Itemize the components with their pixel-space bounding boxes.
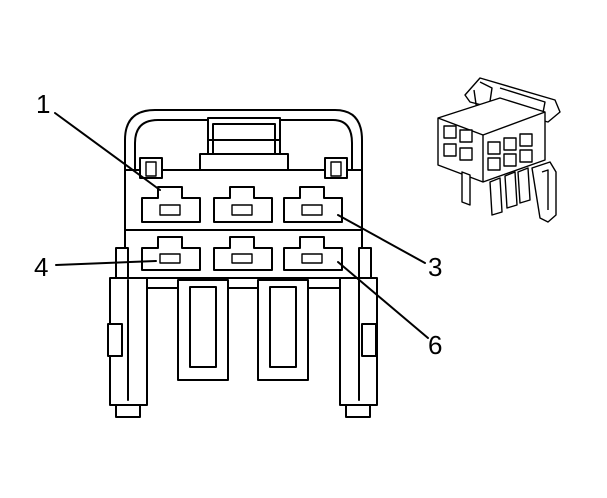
- callout-label-4: 4: [34, 252, 48, 282]
- callout-label-6: 6: [428, 330, 442, 360]
- leader-1: [54, 112, 161, 191]
- callout-label-3: 3: [428, 252, 442, 282]
- callout-leaders: [54, 112, 429, 339]
- callout-label-1: 1: [36, 89, 50, 119]
- connector-face-view: [107, 109, 378, 418]
- cavity-5: [213, 236, 273, 271]
- leader-3: [337, 214, 426, 264]
- connector-isometric-view: [437, 77, 561, 223]
- cavity-2: [213, 186, 273, 223]
- cavity-1: [141, 186, 201, 223]
- cavity-3: [283, 186, 343, 223]
- leader-4: [55, 260, 157, 266]
- leader-6: [337, 261, 429, 339]
- cavity-6: [283, 236, 343, 271]
